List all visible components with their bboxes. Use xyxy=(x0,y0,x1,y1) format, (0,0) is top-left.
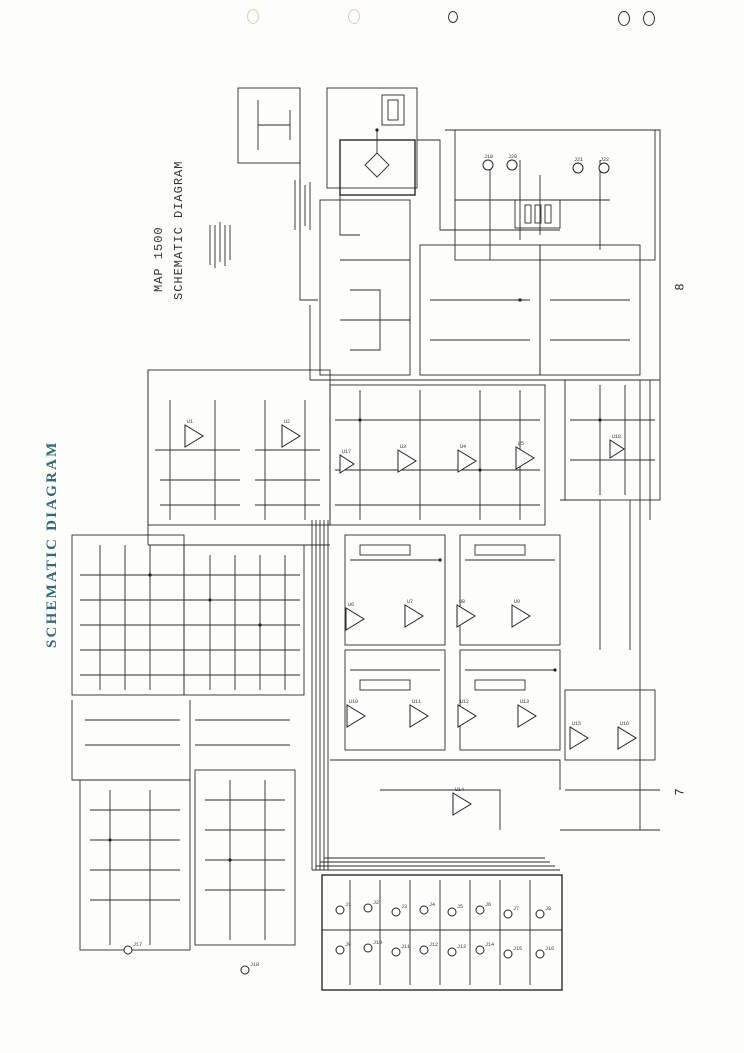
sub-title: SCHEMATIC DIAGRAM xyxy=(172,160,186,300)
output-jack-label: J19 xyxy=(484,154,493,160)
opamp xyxy=(397,449,417,473)
opamp-label: U9 xyxy=(514,599,520,605)
input-chain-region xyxy=(79,769,296,951)
jack-label: J3 xyxy=(401,904,407,910)
opamp-label: U10 xyxy=(349,699,358,705)
opamp-label: U6 xyxy=(348,602,354,608)
opamp xyxy=(569,726,589,750)
output-jack-label: J21 xyxy=(574,157,583,163)
model-notes xyxy=(209,178,311,268)
opamp-label: U5 xyxy=(518,441,524,447)
punch-hole xyxy=(247,9,259,24)
opamp xyxy=(457,704,477,728)
jack-label: J8 xyxy=(545,906,551,912)
jack-label: J10 xyxy=(373,940,382,946)
opamp-label: U17 xyxy=(342,449,351,455)
opamp-label: U2 xyxy=(284,419,290,425)
output-jack-label: J20 xyxy=(508,154,517,160)
opamp-label: U1 xyxy=(187,419,193,425)
opamp xyxy=(281,424,301,448)
jack-label: J17 xyxy=(133,942,142,948)
punch-hole xyxy=(643,11,655,26)
opamp xyxy=(517,704,537,728)
output-jack-label: J22 xyxy=(600,157,609,163)
input-jack-panel xyxy=(123,874,563,991)
opamp-label: U11 xyxy=(412,699,421,705)
punch-hole xyxy=(448,11,458,23)
opamp xyxy=(339,454,355,474)
opamp-label: U18 xyxy=(612,434,621,440)
opamps xyxy=(184,424,637,816)
jack-label: J12 xyxy=(429,942,438,948)
center-mixer-region xyxy=(329,384,561,830)
jack-label: J4 xyxy=(429,902,435,908)
opamp-label: U8 xyxy=(459,599,465,605)
left-middle-region xyxy=(147,369,331,546)
opamp xyxy=(409,704,429,728)
page-mark-8: 8 xyxy=(672,283,687,291)
opamp-label: U13 xyxy=(520,699,529,705)
opamp xyxy=(515,446,535,470)
opamp-label: U4 xyxy=(460,444,466,450)
output-jacks xyxy=(482,159,610,174)
opamp-label: U15 xyxy=(572,721,581,727)
main-title: SCHEMATIC DIAGRAM xyxy=(44,440,60,648)
jack-label: J11 xyxy=(401,944,410,950)
power-supply-section xyxy=(237,87,455,301)
page-mark-7: 7 xyxy=(672,788,687,796)
opamp xyxy=(184,424,204,448)
punch-hole xyxy=(348,9,360,24)
jack-label: J14 xyxy=(485,942,494,948)
jack-label: J18 xyxy=(250,962,259,968)
jack-label: J5 xyxy=(457,904,463,910)
output-amp-block xyxy=(309,129,661,381)
opamp-label: U16 xyxy=(620,721,629,727)
jack-label: J15 xyxy=(513,946,522,952)
opamp xyxy=(617,726,637,750)
opamp-label: U3 xyxy=(400,444,406,450)
jack-label: J1 xyxy=(345,902,351,908)
opamp xyxy=(452,792,472,816)
jack-label: J6 xyxy=(485,902,491,908)
jack-label: J7 xyxy=(513,906,519,912)
eq-ladder-region xyxy=(71,534,305,781)
opamp xyxy=(457,449,477,473)
jack-label: J13 xyxy=(457,944,466,950)
right-network xyxy=(560,379,661,791)
opamp xyxy=(609,439,625,459)
bus-wires xyxy=(311,380,660,871)
opamp xyxy=(404,604,424,628)
opamp-label: U14 xyxy=(455,787,464,793)
junction-dots xyxy=(108,128,602,862)
jack-label: J9 xyxy=(345,942,351,948)
opamp-label: U7 xyxy=(407,599,413,605)
model-title: MAP 1500 xyxy=(152,226,166,292)
opamp xyxy=(346,704,366,728)
jack-label: J2 xyxy=(373,900,379,906)
punch-hole xyxy=(618,11,630,26)
opamp xyxy=(511,604,531,628)
opamp xyxy=(345,607,365,631)
opamp-label: U12 xyxy=(460,699,469,705)
jack-label: J16 xyxy=(545,946,554,952)
opamp xyxy=(456,604,476,628)
